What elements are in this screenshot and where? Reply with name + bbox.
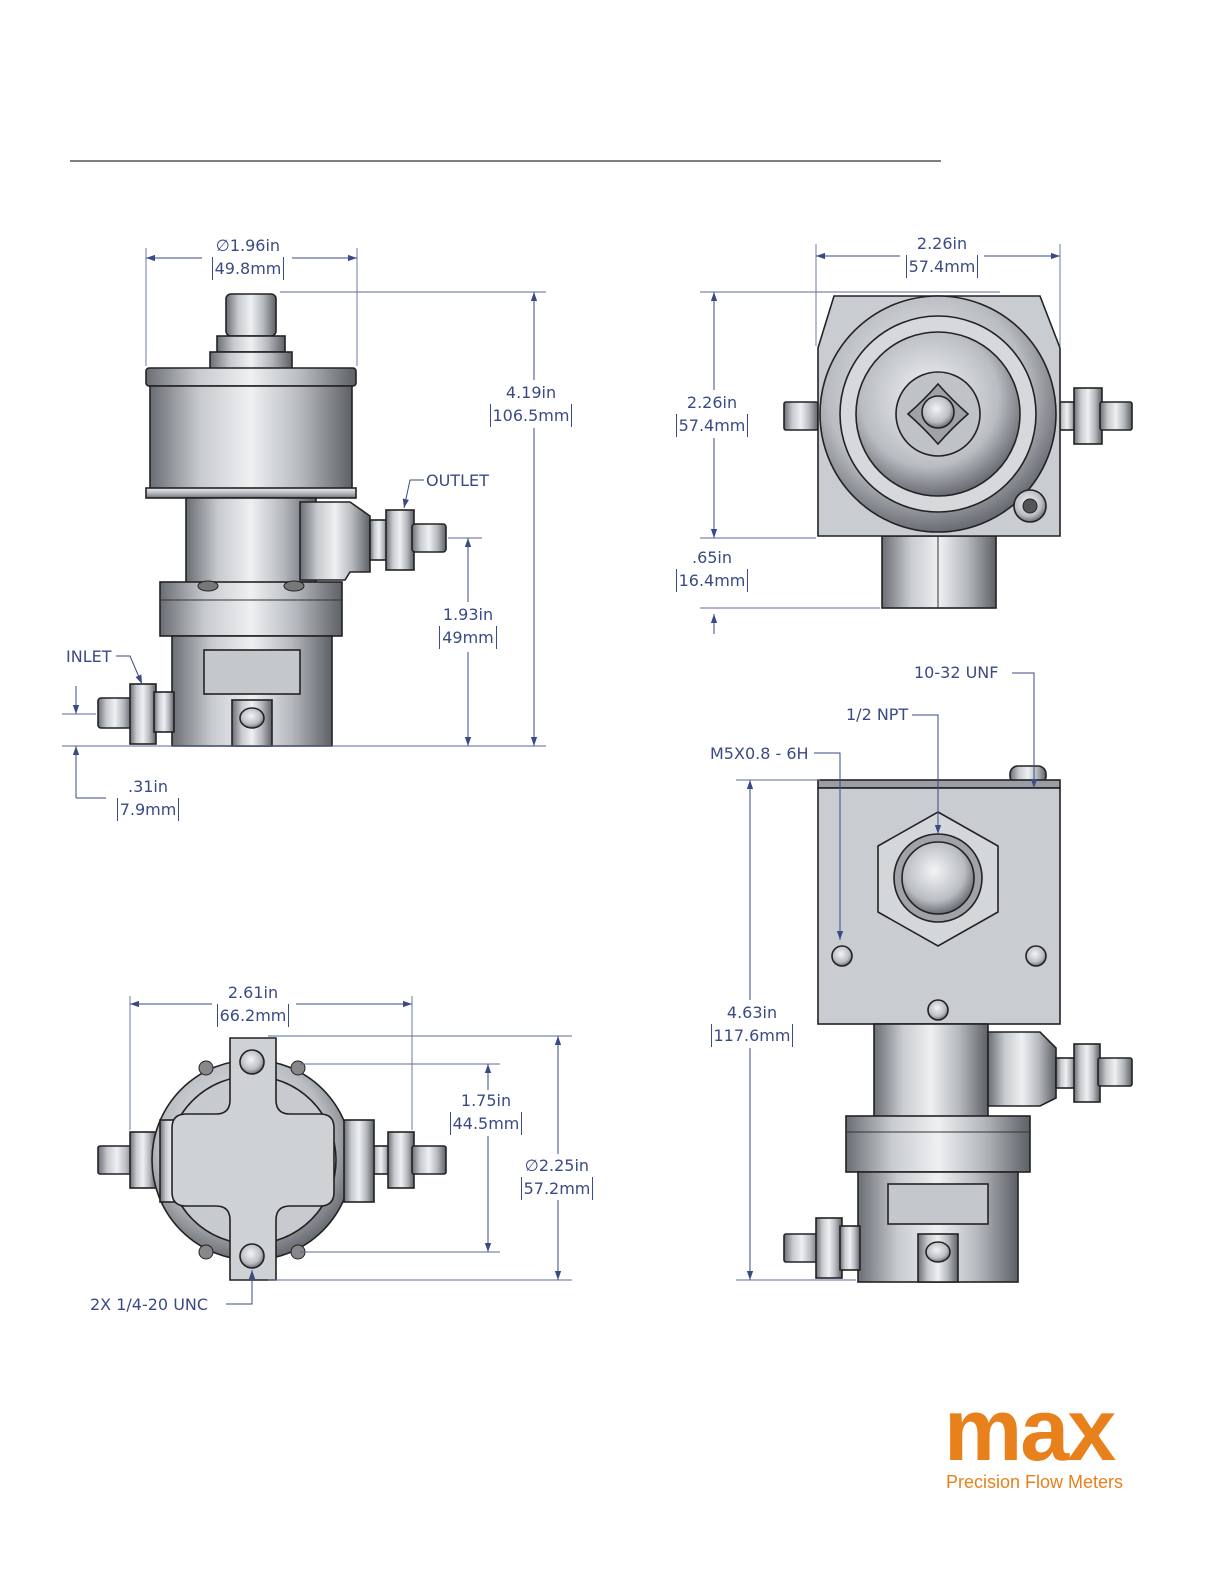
inlet-offset-in: .31in <box>98 775 198 798</box>
outlet-height-label: 1.93in 49mm <box>418 603 518 649</box>
bottom-diameter-label: ∅2.25in 57.2mm <box>507 1154 607 1200</box>
top-width-label: 2.26in 57.4mm <box>892 232 992 278</box>
side-height-mm: 117.6mm <box>711 1024 794 1047</box>
front-height-in: 4.19in <box>481 381 581 404</box>
top-offset-in: .65in <box>662 546 762 569</box>
bottom-height-label: 1.75in 44.5mm <box>436 1089 536 1135</box>
bottom-height-mm: 44.5mm <box>450 1112 523 1135</box>
front-diameter-in: ∅1.96in <box>198 234 298 257</box>
outlet-height-mm: 49mm <box>439 626 497 649</box>
top-height-mm: 57.4mm <box>676 414 749 437</box>
top-height-in: 2.26in <box>662 391 762 414</box>
front-diameter-mm: 49.8mm <box>212 257 285 280</box>
logo-wordmark: max <box>944 1386 1114 1474</box>
top-height-label: 2.26in 57.4mm <box>662 391 762 437</box>
bottom-view <box>98 1038 446 1280</box>
outlet-height-in: 1.93in <box>418 603 518 626</box>
front-height-mm: 106.5mm <box>490 404 573 427</box>
inlet-callout: INLET <box>66 647 111 667</box>
bottom-width-mm: 66.2mm <box>217 1004 290 1027</box>
bottom-diameter-mm: 57.2mm <box>521 1177 594 1200</box>
front-diameter-label: ∅1.96in 49.8mm <box>198 234 298 280</box>
outlet-callout: OUTLET <box>426 471 489 491</box>
front-height-label: 4.19in 106.5mm <box>481 381 581 427</box>
side-height-in: 4.63in <box>700 1001 804 1024</box>
front-view <box>98 294 446 746</box>
bottom-width-label: 2.61in 66.2mm <box>203 981 303 1027</box>
company-logo: max Precision Flow Meters <box>944 1390 1144 1500</box>
unf-thread-callout: 10-32 UNF <box>914 663 998 683</box>
npt-thread-callout: 1/2 NPT <box>846 705 908 725</box>
bottom-width-in: 2.61in <box>203 981 303 1004</box>
logo-tagline: Precision Flow Meters <box>946 1472 1123 1493</box>
top-width-in: 2.26in <box>892 232 992 255</box>
m5-thread-callout: M5X0.8 - 6H <box>710 744 809 764</box>
inlet-offset-mm: 7.9mm <box>117 798 180 821</box>
side-view <box>784 766 1132 1282</box>
top-view <box>784 296 1132 608</box>
mount-holes-callout: 2X 1/4-20 UNC <box>90 1295 208 1315</box>
top-width-mm: 57.4mm <box>906 255 979 278</box>
bottom-height-in: 1.75in <box>436 1089 536 1112</box>
inlet-offset-label: .31in 7.9mm <box>98 775 198 821</box>
top-offset-mm: 16.4mm <box>676 569 749 592</box>
bottom-diameter-in: ∅2.25in <box>507 1154 607 1177</box>
top-offset-label: .65in 16.4mm <box>662 546 762 592</box>
side-height-label: 4.63in 117.6mm <box>700 1001 804 1047</box>
